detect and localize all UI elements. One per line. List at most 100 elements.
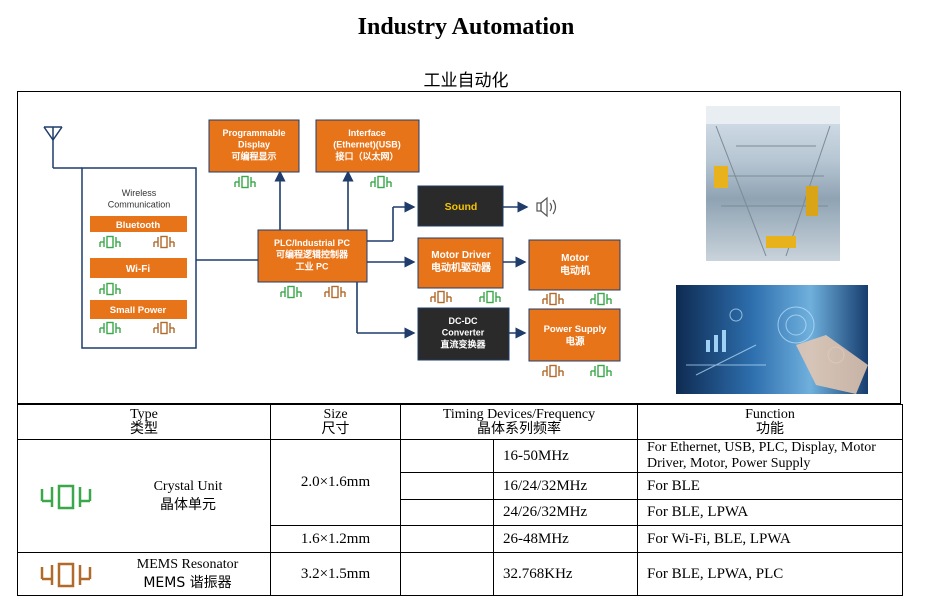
function-cell: For BLE, LPWA — [637, 499, 903, 526]
blank-cell — [400, 472, 494, 500]
diagram-label-line: 电动机驱动器 — [431, 261, 492, 274]
crystal-unit-name-cn: 晶体单元 — [160, 497, 216, 513]
size-cell: 2.0×1.6mm — [270, 439, 401, 526]
diagram-label-line: (Ethernet)(USB) — [333, 140, 401, 150]
function-cell: For Ethernet, USB, PLC, Display, Motor D… — [637, 439, 903, 473]
table-row: 24/26/32MHz For BLE, LPWA — [18, 499, 903, 526]
crystal-symbol-brown-icon — [40, 562, 92, 588]
diagram-label-line: Bluetooth — [116, 220, 161, 231]
diagram-label-line: 可编程显示 — [231, 150, 276, 161]
sound-label: Sound — [445, 201, 478, 213]
diagram-frame — [17, 91, 901, 404]
crystal-symbol-green-icon — [40, 484, 92, 510]
plc-block — [257, 229, 368, 283]
diagram-label-line: 可编程逻辑控制器 — [276, 249, 349, 260]
diagram-label-line: Motor Driver — [431, 250, 491, 261]
antenna-icon — [43, 126, 82, 169]
diagram-label-line: Sound — [445, 201, 478, 213]
small-power-block — [90, 300, 187, 319]
blank-cell — [400, 525, 494, 553]
wifi-block — [90, 258, 187, 278]
table-row: 16/24/32MHz For BLE — [18, 472, 903, 500]
diagram-label-line: 直流变换器 — [440, 338, 486, 349]
crystal-icon — [479, 290, 501, 304]
diagram-label-line: 电源 — [565, 335, 585, 347]
page-subtitle: 工业自动化 — [423, 71, 509, 91]
crystal-icon — [542, 364, 564, 378]
diagram-label-line: Wireless — [122, 188, 157, 198]
speaker-icon — [536, 196, 557, 218]
connector-lines — [196, 170, 529, 339]
mems-name-cn: MEMS 谐振器 — [143, 575, 232, 591]
diagram-label-line: 接口（以太网） — [335, 150, 398, 161]
freq-cell: 32.768KHz — [493, 552, 638, 596]
table-row: Crystal Unit 晶体单元 2.0×1.6mm 16-50MHz For… — [17, 439, 903, 553]
crystal-icon — [324, 285, 346, 299]
programmable-display-block — [208, 119, 300, 173]
diagram-label-line: Interface — [348, 128, 386, 138]
crystal-unit-cell: Crystal Unit 晶体单元 — [17, 439, 271, 553]
crystal-icon — [430, 290, 452, 304]
factory-line-photo — [706, 106, 840, 261]
size-cell: 1.6×1.2mm — [270, 525, 401, 553]
function-cell: For BLE, LPWA, PLC — [637, 552, 903, 596]
diagram-label-line: Power Supply — [544, 324, 608, 335]
diagram-label-line: Display — [238, 140, 270, 150]
diagram-label-line: 工业 PC — [295, 260, 329, 271]
sound-block — [417, 185, 504, 227]
crystal-icon — [370, 175, 392, 189]
diagram-label-line: Communication — [108, 200, 171, 210]
power-supply-block — [528, 308, 621, 362]
motor-driver-block — [417, 237, 504, 289]
diagram-label-line: DC-DC — [449, 316, 478, 326]
table-row: 1.6×1.2mm 26-48MHz For Wi-Fi, BLE, LPWA — [18, 525, 903, 553]
page-title: Industry Automation — [357, 14, 575, 40]
freq-cell: 26-48MHz — [493, 525, 638, 553]
small-power-label: Small Power — [110, 305, 167, 316]
crystal-icon — [234, 175, 256, 189]
blank-cell — [400, 439, 494, 473]
motor-block — [528, 239, 621, 291]
diagram-label-line: Small Power — [110, 305, 167, 316]
mems-resonator-cell: MEMS Resonator MEMS 谐振器 — [17, 552, 271, 596]
diagram-label-line: Wi-Fi — [126, 264, 151, 275]
crystal-unit-name: Crystal Unit — [153, 479, 223, 494]
freq-cell: 16-50MHz — [493, 439, 638, 473]
dcdc-block — [417, 307, 510, 361]
diagram-label-line: 电动机 — [560, 264, 590, 277]
function-cell: For Wi-Fi, BLE, LPWA — [637, 525, 903, 553]
table-row: MEMS Resonator MEMS 谐振器 3.2×1.5mm 32.768… — [17, 552, 903, 596]
blank-cell — [400, 552, 494, 596]
tech-touch-photo — [676, 285, 868, 394]
crystal-icon — [542, 292, 564, 306]
size-cell: 3.2×1.5mm — [270, 552, 401, 596]
diagram-label-line: Converter — [442, 328, 485, 338]
mems-name: MEMS Resonator — [136, 557, 239, 572]
wifi-label: Wi-Fi — [126, 264, 151, 275]
bluetooth-block — [90, 216, 187, 232]
crystal-icon — [280, 285, 302, 299]
freq-cell: 16/24/32MHz — [493, 472, 638, 500]
blank-cell — [400, 499, 494, 526]
diagram-label-line: Motor — [561, 253, 589, 264]
freq-cell: 24/26/32MHz — [493, 499, 638, 526]
crystal-icon — [590, 364, 612, 378]
diagram-label-line: Programmable — [222, 128, 285, 138]
interface-label: Interface (Ethernet)(USB)接口（以太网） — [333, 128, 401, 161]
function-cell: For BLE — [637, 472, 903, 500]
crystal-icon — [590, 292, 612, 306]
bluetooth-label: Bluetooth — [116, 220, 161, 231]
